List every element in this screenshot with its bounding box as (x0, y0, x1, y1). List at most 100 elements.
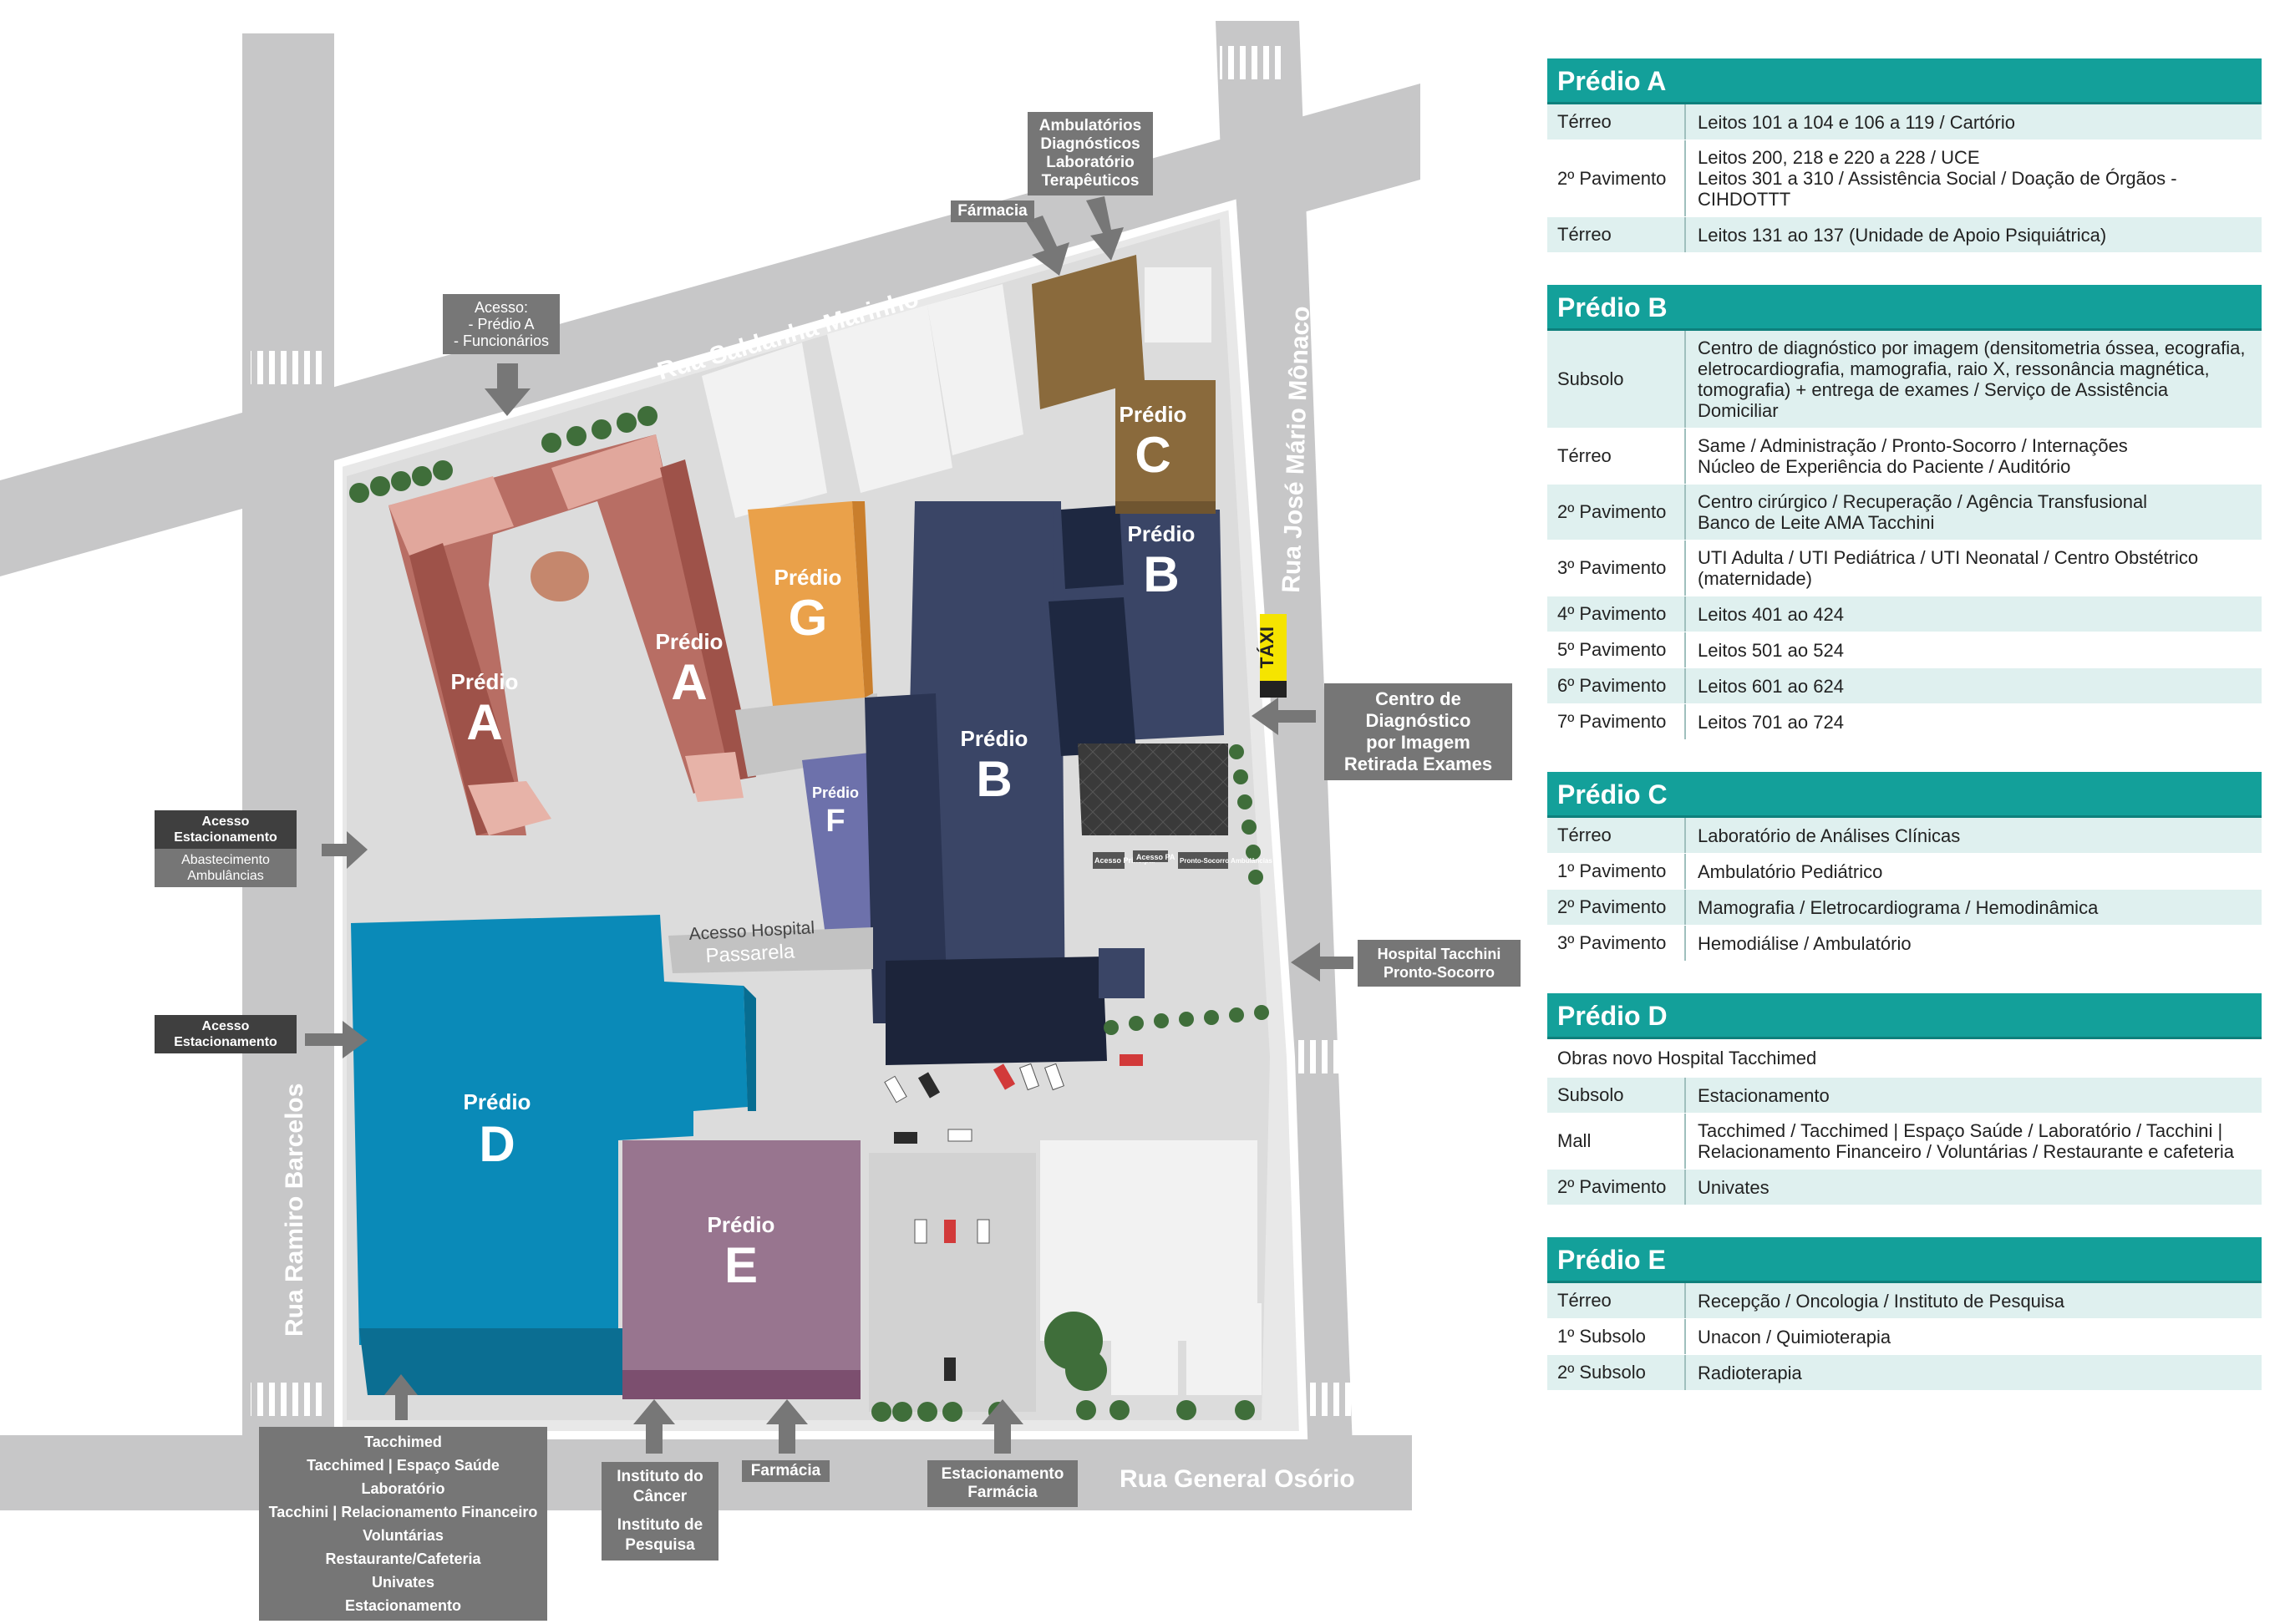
callout-instituto: Instituto do Câncer Instituto de Pesquis… (602, 1462, 718, 1561)
floor-desc: Centro cirúrgico / Recuperação / Agência… (1698, 491, 2148, 533)
floor-desc: Leitos 601 ao 624 (1698, 675, 1844, 697)
callout-ambulatorios-2: Diagnósticos (1040, 135, 1140, 153)
floor-row: Térreo Leitos 101 a 104 e 106 a 119 / Car… (1547, 104, 2262, 140)
building-a-left-letter: A (466, 694, 502, 750)
floor-desc: Leitos 501 ao 524 (1698, 639, 1844, 661)
arrow-estac-farmacia (982, 1399, 1023, 1454)
floor-row: 2º Subsolo Radioterapia (1547, 1355, 2262, 1391)
section-title: Prédio C (1547, 772, 2262, 818)
floor-desc: Recepção / Oncologia / Instituto de Pesq… (1698, 1290, 2065, 1312)
callout-instituto-3: Instituto de (617, 1516, 703, 1534)
building-g (748, 501, 873, 706)
floor-name: Térreo (1547, 1283, 1686, 1318)
callout-acesso-estacionamento-2: Acesso Estacionamento (155, 1015, 297, 1053)
callout-centro-diag-2: Diagnóstico (1365, 710, 1471, 731)
arrow-centro-diag (1252, 698, 1316, 735)
campus-map: TÁXI Rua Saldanha Marinho Rua José Mário… (0, 21, 1420, 1510)
callout-ambulatorios-1: Ambulatórios (1038, 117, 1142, 134)
arrows (305, 196, 1353, 1454)
section-title: Prédio A (1547, 58, 2262, 104)
callout-farmacia-top-label: Fármacia (957, 202, 1028, 220)
street-east (1216, 21, 1353, 1470)
callout-acesso-funcionarios: Acesso: - Prédio A - Funcionários (443, 294, 560, 354)
tacchimed-item-2: Tacchimed | Espaço Saúde (307, 1457, 500, 1474)
small-entries: Acesso Principal Acesso PA Pronto-Socorr… (1093, 850, 1272, 869)
building-f (802, 752, 881, 948)
floor-row: 2º Pavimento Mamografia / Eletrocardiogra… (1547, 890, 2262, 926)
building-b-main-prefix: Prédio (961, 726, 1028, 751)
street-north (0, 84, 1420, 576)
arrow-estac-1 (322, 831, 368, 869)
tacchimed-item-6: Restaurante/Cafeteria (325, 1550, 481, 1567)
arrow-instituto (633, 1399, 675, 1454)
building-b-tower-prefix: Prédio (1128, 521, 1196, 546)
callout-acesso-line-2: - Funcionários (453, 332, 550, 349)
callout-estac-farmacia-2: Farmácia (967, 1484, 1038, 1501)
building-e-prefix: Prédio (708, 1212, 775, 1237)
callout-instituto-2: Câncer (632, 1488, 688, 1505)
street-label-west: Rua Ramiro Barcelos (281, 1084, 308, 1337)
floor-name: Térreo (1547, 429, 1686, 484)
floor-desc: Mamografia / Eletrocardiograma / Hemodin… (1698, 896, 2099, 918)
floor-desc: Centro de diagnóstico por imagem (densit… (1698, 337, 2246, 421)
tacchimed-item-5: Voluntárias (363, 1527, 444, 1544)
floor-desc: Radioterapia (1698, 1362, 1802, 1383)
floor-name: 1º Pavimento (1547, 854, 1686, 889)
arrow-funcionarios (485, 363, 531, 416)
building-e (622, 1140, 861, 1399)
building-labels: Prédio A Prédio A Prédio B Prédio B Préd… (451, 402, 1196, 1293)
taxi-sign: TÁXI (1257, 614, 1287, 698)
tacchimed-item-8: Estacionamento (344, 1597, 462, 1614)
floor-desc: Leitos 401 ao 424 (1698, 603, 1844, 625)
callout-ambulatorios-4: Terapêuticos (1041, 172, 1140, 190)
floor-desc: Leitos 101 a 104 e 106 a 119 / Cartório (1698, 111, 2015, 133)
floor-name: Subsolo (1547, 1078, 1686, 1113)
taxi-label: TÁXI (1257, 627, 1277, 668)
callout-centro-diagnostico: Centro de Diagnóstico por Imagem Retirad… (1324, 683, 1512, 780)
building-g-prefix: Prédio (774, 565, 842, 590)
cars (884, 1054, 1143, 1381)
floor-desc: Estacionamento (1698, 1084, 1830, 1106)
callout-estac2-2: Estacionamento (174, 1035, 277, 1049)
floor-row: 4º Pavimento Leitos 401 ao 424 (1547, 596, 2262, 632)
floor-desc: Unacon / Quimioterapia (1698, 1326, 1891, 1347)
building-d-prefix: Prédio (464, 1089, 531, 1114)
callout-estac2-1: Acesso (201, 1019, 250, 1033)
floor-desc: Tacchimed / Tacchimed | Espaço Saúde / L… (1698, 1120, 2235, 1162)
floor-name: 3º Pavimento (1547, 540, 1686, 596)
arrow-farmacia-bottom (766, 1399, 808, 1454)
building-e-letter: E (724, 1237, 758, 1293)
passarela-label-2: Passarela (705, 940, 796, 967)
callout-centro-diag-1: Centro de (1375, 688, 1461, 709)
trees (349, 406, 1269, 1422)
section-predio-d: Prédio D Obras novo Hospital Tacchimed S… (1547, 993, 2262, 1205)
floor-name: Térreo (1547, 104, 1686, 140)
callout-instituto-1: Instituto do (617, 1468, 703, 1485)
building-directory: Prédio A Térreo Leitos 101 a 104 e 106 a … (1547, 58, 2262, 1423)
tacchimed-item-4: Tacchini | Relacionamento Financeiro (268, 1504, 538, 1520)
floor-row: 6º Pavimento Leitos 601 ao 624 (1547, 668, 2262, 704)
floor-name: 4º Pavimento (1547, 596, 1686, 632)
floor-desc: Ambulatório Pediátrico (1698, 860, 1883, 882)
entry-pa: Acesso PA (1136, 853, 1175, 861)
callout-farmacia-bottom-label: Farmácia (750, 1462, 821, 1479)
floor-name: 5º Pavimento (1547, 632, 1686, 667)
entry-ps-ambulancias: Pronto-Socorro Ambulâncias (1180, 857, 1272, 865)
floor-name: 2º Subsolo (1547, 1355, 1686, 1390)
building-c (1032, 255, 1216, 514)
callout-estac-farmacia: Estacionamento Farmácia (927, 1460, 1078, 1507)
callout-estac1-sub-2: Ambulâncias (187, 869, 264, 883)
arrow-ambulatorios (1086, 196, 1124, 261)
floor-name: 2º Pavimento (1547, 890, 1686, 925)
tacchimed-item-3: Laboratório (361, 1480, 445, 1497)
floor-name: 6º Pavimento (1547, 668, 1686, 703)
building-d (351, 915, 756, 1395)
